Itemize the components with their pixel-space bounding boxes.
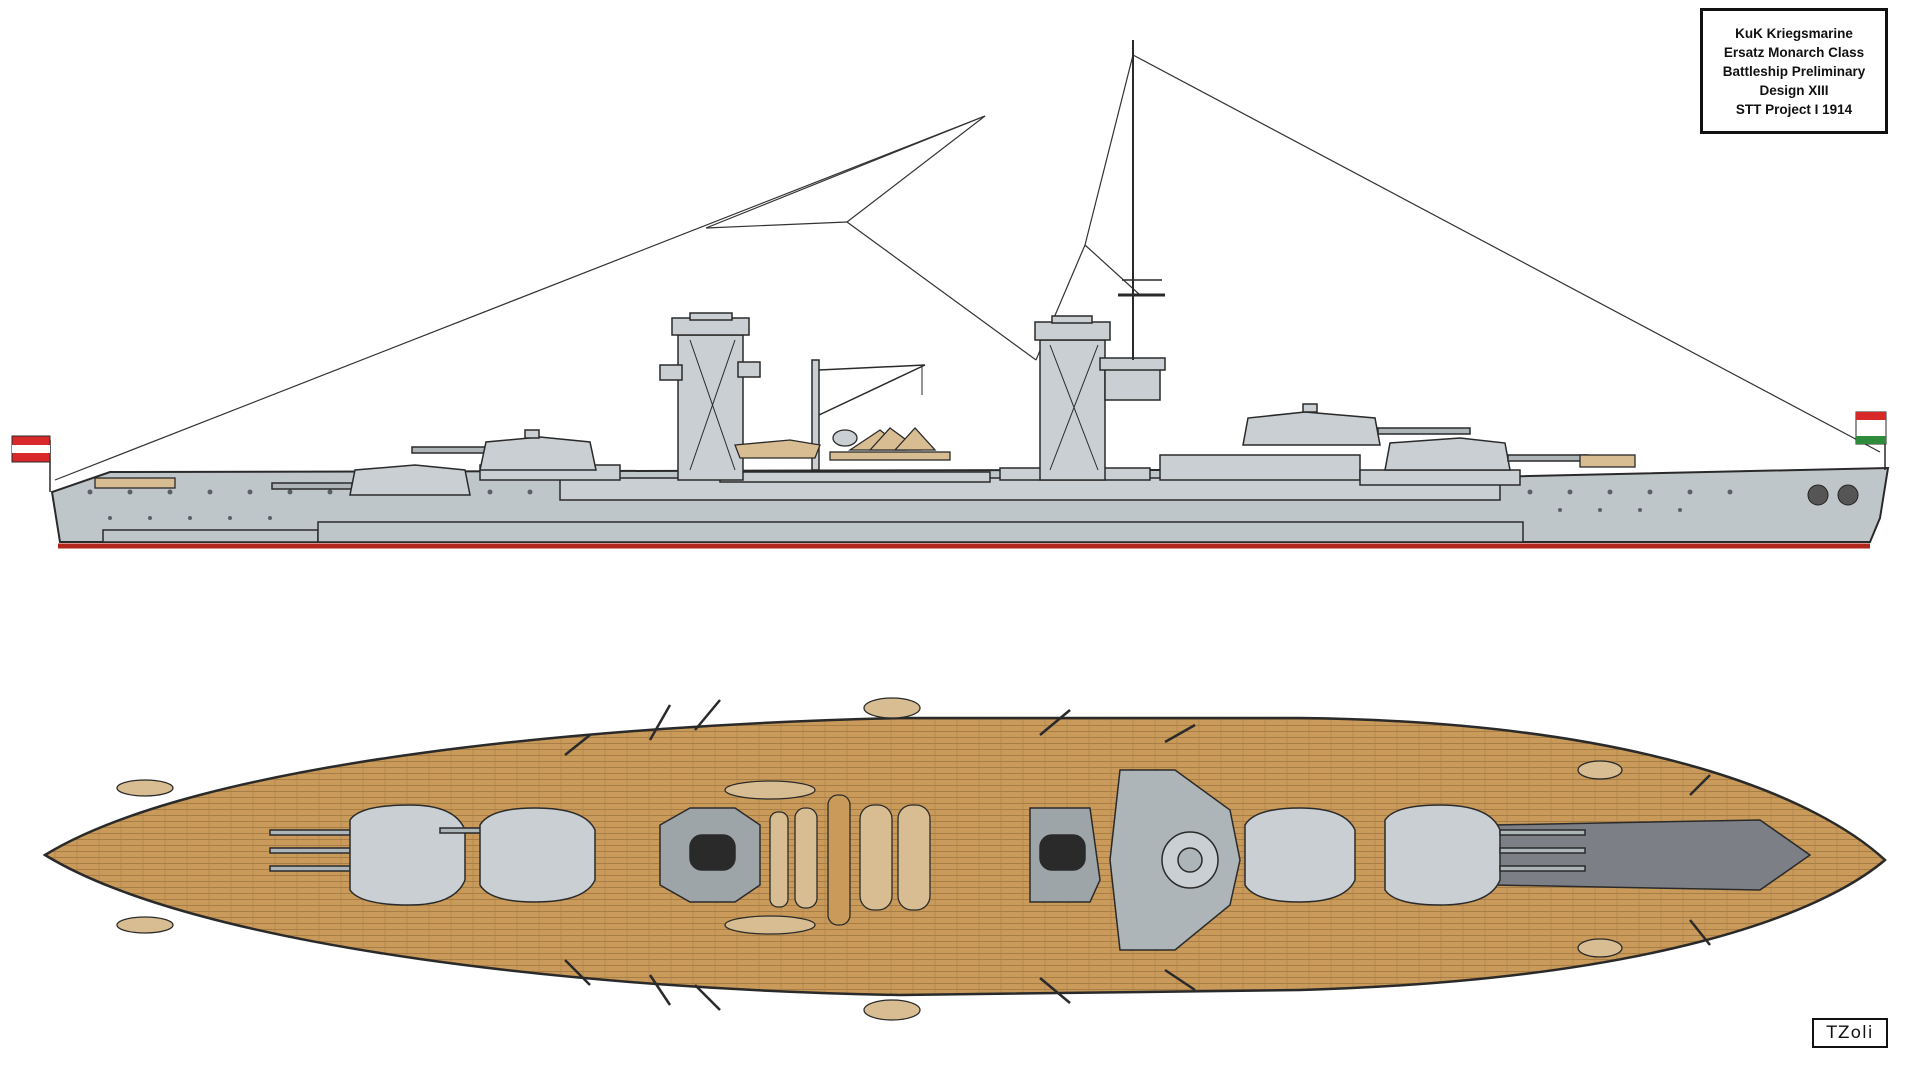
- bow-flag: [1855, 411, 1887, 470]
- top-plan: [42, 697, 1887, 1021]
- stern-flag: [11, 435, 51, 492]
- armor-belt-main: [317, 521, 1524, 543]
- title-line-1: KuK Kriegsmarine: [1735, 25, 1853, 41]
- tall-mast: [1118, 40, 1165, 360]
- superstructure: [479, 454, 1521, 501]
- fore-funnel-plan: [659, 807, 761, 903]
- armor-belt-fwd: [102, 529, 319, 543]
- turrets-plan: [269, 804, 1586, 906]
- title-line-5: STT Project I 1914: [1735, 101, 1853, 117]
- midship-boats: [94, 427, 1636, 489]
- main-tower: [1034, 315, 1166, 481]
- rigging-wires: [54, 54, 1881, 481]
- artist-signature: TZoli: [1812, 1018, 1888, 1048]
- title-block: KuK Kriegsmarine Ersatz Monarch Class Ba…: [1700, 8, 1888, 134]
- hull-side: [50, 466, 1890, 549]
- fore-tower: [659, 312, 761, 481]
- title-line-4: Design XIII: [1759, 82, 1829, 98]
- main-deck: [42, 716, 1887, 997]
- boats-plan: [116, 697, 1623, 1021]
- title-line-3: Battleship Preliminary: [1722, 63, 1866, 79]
- secondary-guns-plan: [564, 699, 1711, 1011]
- side-profile: [11, 40, 1890, 549]
- boat-crane: [811, 359, 926, 471]
- aft-funnel-plan: [1029, 769, 1241, 951]
- anchors: [1807, 484, 1859, 506]
- title-line-2: Ersatz Monarch Class: [1723, 44, 1865, 60]
